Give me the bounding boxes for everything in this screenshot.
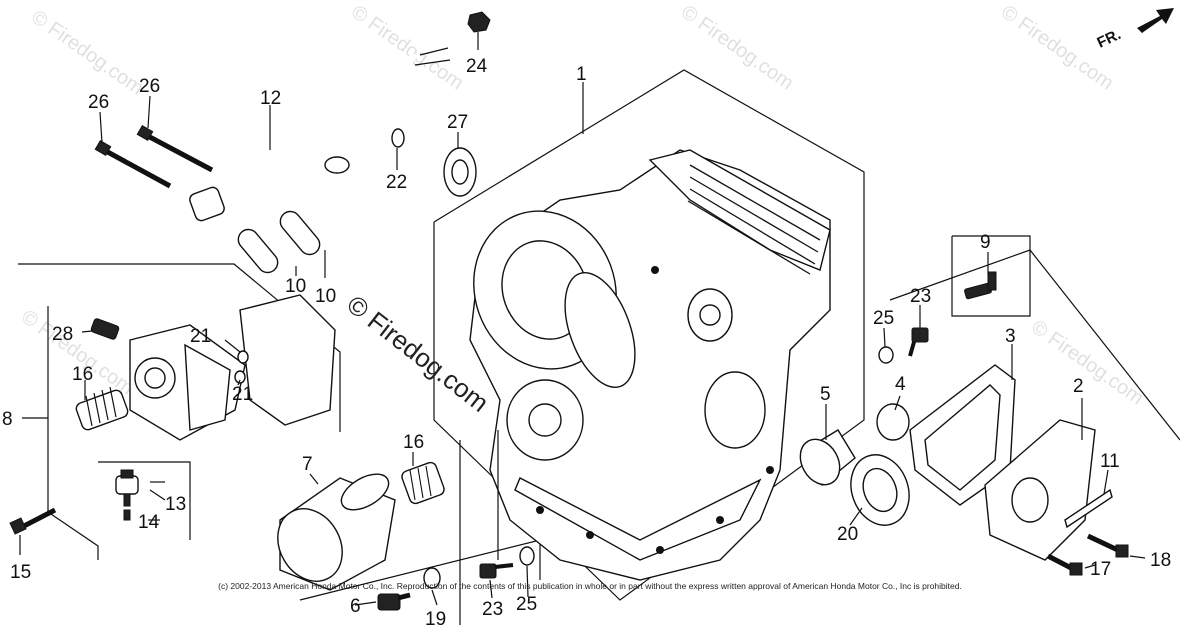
oil-pressure-switch (115, 469, 139, 521)
callout-24: 24 (466, 56, 488, 77)
callout-15: 15 (10, 562, 31, 583)
nipple-part-16 (401, 461, 445, 505)
callout-10a: 10 (285, 276, 306, 297)
callout-8: 8 (2, 409, 13, 430)
watermark-text: © Firedog.com (27, 6, 147, 99)
callout-23b: 23 (910, 286, 931, 307)
callout-13: 13 (165, 494, 186, 515)
callout-3: 3 (1005, 326, 1016, 347)
front-arrow-icon (1137, 8, 1174, 33)
gasket-part-3 (909, 364, 1016, 506)
callout-26a: 26 (88, 92, 109, 113)
watermark-text: © Firedog.com (17, 306, 137, 399)
crankcase-assembly (469, 149, 831, 581)
callout-22: 22 (386, 172, 407, 193)
callout-28: 28 (52, 324, 73, 345)
washer-part-25 (519, 546, 535, 566)
oil-seal-part-20 (850, 454, 910, 526)
washer-part-25 (878, 346, 894, 364)
watermark-text: © Firedog.com (347, 1, 467, 94)
oil-filter-base-outline (47, 306, 99, 560)
callout-18: 18 (1150, 550, 1171, 571)
bolt-part-26 (94, 124, 214, 189)
plug-part-4 (876, 403, 910, 441)
callout-10b: 10 (315, 286, 336, 307)
callout-6: 6 (350, 596, 361, 617)
callout-1: 1 (576, 64, 587, 85)
bolt-part-15 (9, 507, 57, 535)
bolt-part-23 (908, 327, 929, 357)
oil-pressure-switch-box (98, 461, 191, 540)
engine-block-group-outline (433, 69, 865, 601)
breather-tube (189, 47, 451, 222)
bearing-part-27 (443, 147, 477, 197)
callout-labels: 1 2 3 4 5 6 7 8 9 10 10 11 12 13 14 15 1… (2, 56, 1171, 630)
front-direction-indicator: FR. (1095, 8, 1174, 52)
bolt-part-18 (1086, 533, 1129, 558)
callout-21a: 21 (190, 326, 211, 347)
copyright-notice: (c) 2002-2013 American Honda Motor Co., … (218, 581, 962, 591)
oil-filter (277, 473, 396, 591)
gasket-part-11 (1064, 488, 1113, 529)
nozzle-part-9 (964, 271, 997, 300)
bolt-part-23 (479, 563, 514, 579)
leader-lines (19, 32, 1146, 625)
watermark-text: © Firedog.com (677, 1, 797, 94)
drain-bolt-part-6 (377, 592, 411, 611)
nut-part-24 (467, 11, 491, 33)
callout-5: 5 (820, 384, 831, 405)
callout-17: 17 (1090, 559, 1111, 580)
callout-21b: 21 (232, 384, 253, 405)
callout-25b: 25 (873, 308, 894, 329)
bolt-part-17 (1046, 553, 1083, 576)
cylinder-fin-lines (687, 164, 821, 275)
washer-part-21 (237, 350, 249, 364)
watermark-text: © Firedog.com (1027, 316, 1147, 409)
dowel-pins (237, 210, 321, 274)
callout-16b: 16 (72, 364, 93, 385)
callout-4: 4 (895, 374, 906, 395)
callout-9: 9 (980, 232, 991, 253)
oil-pan-flange (514, 477, 762, 561)
callout-16a: 16 (403, 432, 424, 453)
crank-bearing-bore (528, 403, 562, 437)
crankcase-section (239, 294, 336, 426)
callout-26b: 26 (139, 76, 160, 97)
rear-bearing-boss (704, 371, 766, 449)
bearing-part-5 (799, 429, 856, 487)
callout-19: 19 (425, 609, 446, 630)
cam-bore (699, 304, 721, 326)
oil-filter-base (75, 318, 246, 441)
callout-20: 20 (837, 524, 858, 545)
washer-part-21 (234, 370, 246, 384)
callout-12: 12 (260, 88, 281, 109)
callout-25a: 25 (516, 594, 537, 615)
callout-7: 7 (302, 454, 313, 475)
cylinder-liner (564, 271, 636, 389)
flange-bolt-holes (536, 266, 774, 554)
watermark-center: © Firedog.com (341, 289, 494, 418)
cover-group-outline (889, 249, 1180, 441)
callout-23a: 23 (482, 599, 503, 620)
callout-27: 27 (447, 112, 468, 133)
nozzle-box (951, 235, 1031, 317)
callout-2: 2 (1073, 376, 1084, 397)
washer-part-19 (423, 567, 441, 589)
fr-label: FR. (1095, 26, 1124, 52)
callout-14: 14 (138, 512, 160, 533)
callout-11: 11 (1100, 451, 1120, 472)
breather-clamp (189, 186, 225, 222)
washer-part-22 (391, 128, 405, 148)
